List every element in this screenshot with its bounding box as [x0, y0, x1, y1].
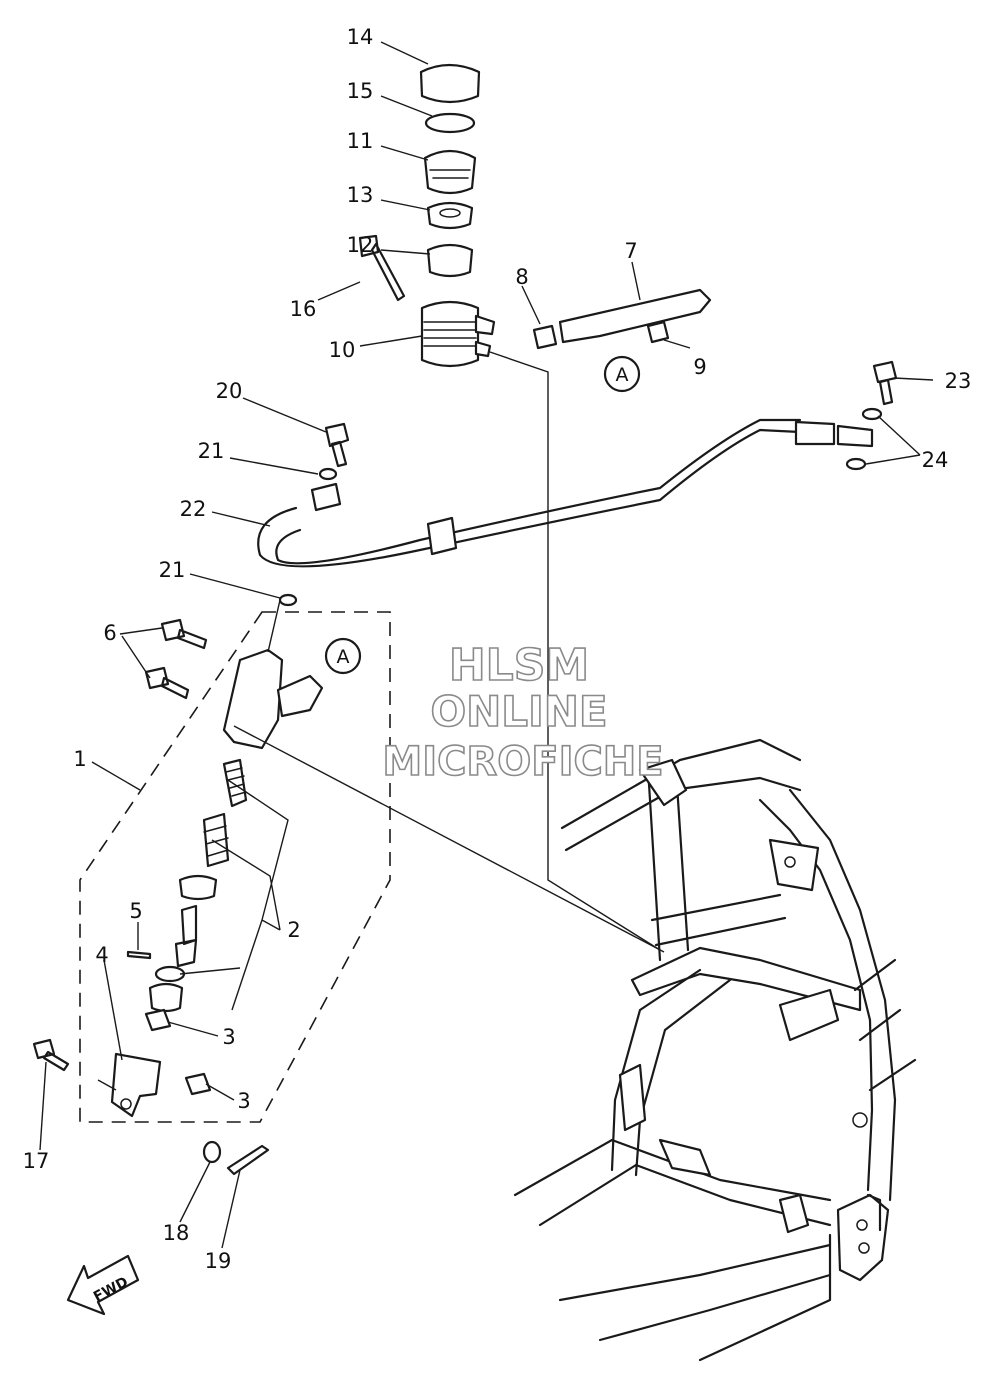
union-bolt-right: [872, 360, 898, 406]
master-cylinder-body: [222, 648, 284, 750]
svg-text:A: A: [337, 646, 350, 668]
piston-spring: [222, 758, 248, 808]
watermark: HLSM ONLINE MICROFICHE: [382, 639, 665, 786]
callout-labels: 14 15 11 13 12 16 10 8 7 9 23 24 20 21 2…: [23, 25, 972, 1273]
callout-21-lower: 21: [159, 558, 186, 582]
reservoir-cover: [419, 63, 481, 104]
callout-7: 7: [624, 239, 637, 263]
svg-text:HLSM: HLSM: [449, 640, 589, 691]
assembly-boundary: [79, 611, 391, 1123]
union-bolt-upper: [324, 422, 350, 468]
leader-lines: [39, 41, 934, 1249]
hex-nut-lower: [184, 1072, 212, 1096]
callout-12: 12: [347, 233, 374, 257]
hose-clip-upper: [532, 324, 558, 350]
reservoir-cap: [423, 149, 477, 195]
svg-text:MICROFICHE: MICROFICHE: [382, 739, 663, 785]
mounting-bolt-lower: [144, 666, 190, 700]
callout-6: 6: [103, 621, 116, 645]
pin-5: [126, 950, 152, 960]
copper-washer-right-top: [861, 407, 883, 421]
brake-hose-assembly: [257, 360, 898, 607]
reservoir-bolt: [358, 234, 406, 302]
callout-22: 22: [180, 497, 207, 521]
copper-washer-right-bottom: [845, 457, 867, 471]
callout-10: 10: [329, 338, 356, 362]
washer-18: [202, 1140, 222, 1164]
callout-18: 18: [163, 1221, 190, 1245]
reservoir-assembly: [358, 63, 496, 368]
callout-20: 20: [216, 379, 243, 403]
piston-kit: [202, 812, 230, 868]
callout-9: 9: [693, 355, 706, 379]
fwd-direction-badge: FWD: [66, 1254, 140, 1316]
svg-text:A: A: [616, 364, 629, 386]
motorcycle-frame: [513, 738, 917, 1362]
callout-19: 19: [205, 1249, 232, 1273]
svg-text:ONLINE: ONLINE: [430, 687, 607, 736]
callout-16: 16: [290, 297, 317, 321]
copper-washer-lower: [278, 593, 298, 607]
reservoir-hose-assembly: [489, 288, 712, 951]
callout-21-upper: 21: [198, 439, 225, 463]
callout-14: 14: [347, 25, 374, 49]
reference-mark-lower: A: [324, 637, 362, 675]
callout-3-upper: 3: [222, 1025, 235, 1049]
reference-mark-upper: A: [603, 355, 641, 393]
bolt-17: [32, 1038, 70, 1072]
callout-8: 8: [515, 265, 528, 289]
hex-nut-upper: [144, 1008, 172, 1032]
reservoir-body: [420, 300, 480, 368]
callout-15: 15: [347, 79, 374, 103]
callout-4: 4: [95, 943, 108, 967]
callout-1: 1: [73, 747, 86, 771]
callout-17: 17: [23, 1149, 50, 1173]
hose-clip-lower: [646, 320, 670, 344]
master-cylinder-assembly: [32, 599, 665, 1176]
clevis: [110, 1052, 162, 1118]
reservoir-diaphragm: [426, 201, 474, 230]
callout-13: 13: [347, 183, 374, 207]
callout-24: 24: [922, 448, 949, 472]
callout-2: 2: [287, 918, 300, 942]
reservoir-ring: [426, 243, 474, 278]
reservoir-hose: [558, 288, 712, 344]
callout-5: 5: [129, 899, 142, 923]
mounting-bolt-upper: [160, 618, 208, 650]
callout-23: 23: [945, 369, 972, 393]
callout-11: 11: [347, 129, 374, 153]
cotter-pin-19: [226, 1144, 270, 1176]
copper-washer-upper: [318, 467, 338, 481]
diaphragm-plate: [424, 112, 476, 134]
callout-3-lower: 3: [237, 1089, 250, 1113]
